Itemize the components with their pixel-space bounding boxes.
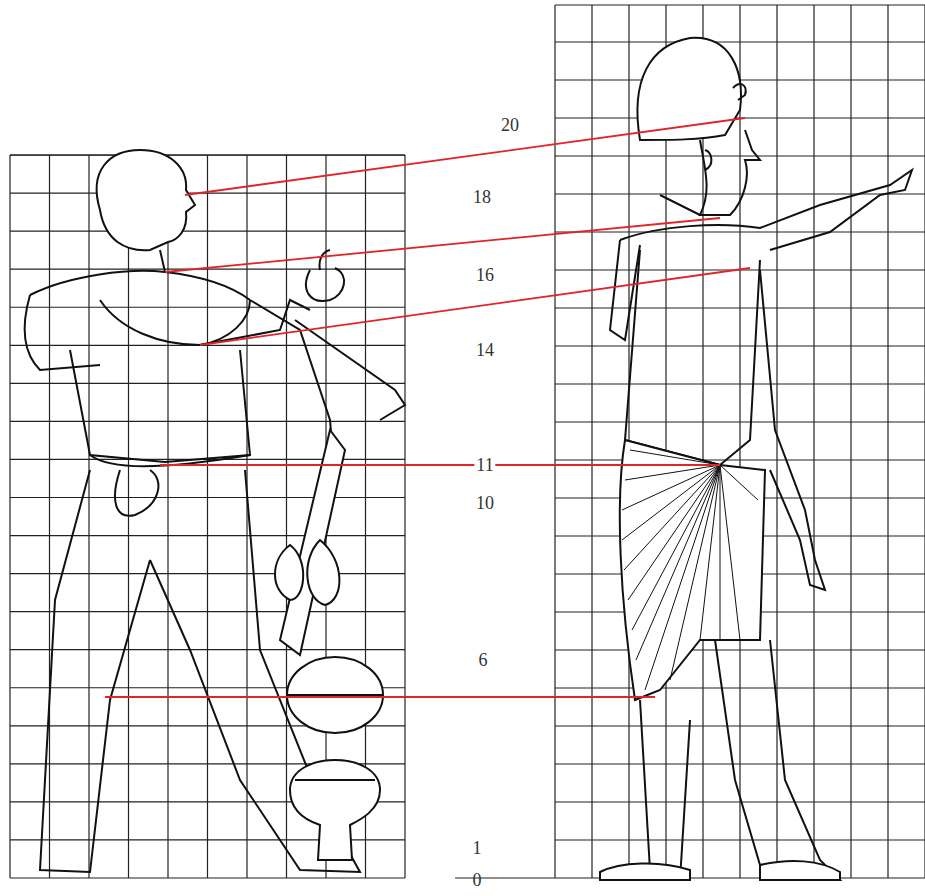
grid-line — [49, 155, 50, 878]
grid-line — [887, 5, 888, 878]
grid-line — [10, 497, 405, 498]
grid-line — [555, 41, 925, 42]
grid-line — [924, 5, 925, 878]
grid-line — [10, 231, 405, 232]
grid-line — [88, 155, 89, 878]
grid-line — [10, 307, 405, 308]
proportion-line — [105, 118, 750, 697]
grid-row-number: 14 — [474, 340, 496, 360]
grid-line — [555, 459, 925, 460]
grid-line — [10, 421, 405, 422]
grid-line — [10, 649, 405, 650]
proportion-grid — [10, 155, 405, 878]
grid-line — [555, 345, 925, 346]
grid-row-number: 16 — [474, 265, 496, 285]
grid-line — [555, 307, 925, 308]
grid-line — [207, 155, 208, 878]
grid-line — [813, 5, 814, 878]
grid-line — [555, 193, 925, 194]
grid-line — [10, 154, 405, 155]
grid-line — [10, 345, 405, 346]
grid-line — [850, 5, 851, 878]
grid-row-number: 11 — [474, 455, 495, 475]
grid-line — [167, 155, 168, 878]
left-figure — [25, 150, 405, 872]
grid-row-number: 0 — [471, 870, 484, 890]
grid-line — [9, 155, 10, 878]
grid-line — [404, 155, 405, 878]
grid-line — [555, 4, 925, 5]
ground-line — [455, 878, 555, 879]
grid-line — [555, 231, 925, 232]
grid-row-number: 6 — [477, 650, 490, 670]
grid-line — [776, 5, 777, 878]
grid-line — [591, 5, 592, 878]
grid-row-number: 1 — [471, 838, 484, 858]
grid-line — [554, 5, 555, 878]
grid-line — [10, 269, 405, 270]
grid-line — [555, 421, 925, 422]
right-figure — [600, 38, 912, 880]
grid-line — [10, 573, 405, 574]
grid-line — [555, 155, 925, 156]
grid-line — [555, 725, 925, 726]
grid-line — [555, 383, 925, 384]
grid-line — [10, 383, 405, 384]
grid-line — [739, 5, 740, 878]
grid-line — [555, 839, 925, 840]
grid-line — [286, 155, 287, 878]
grid-row-number: 10 — [474, 493, 496, 513]
grid-row-number: 20 — [499, 115, 521, 135]
grid-line — [555, 687, 925, 688]
grid-line — [555, 763, 925, 764]
grid-line — [555, 649, 925, 650]
grid-line — [10, 154, 405, 155]
grid-row-number: 18 — [471, 187, 493, 207]
grid-line — [10, 611, 405, 612]
grid-line — [10, 535, 405, 536]
grid-line — [555, 801, 925, 802]
grid-line — [10, 877, 405, 878]
